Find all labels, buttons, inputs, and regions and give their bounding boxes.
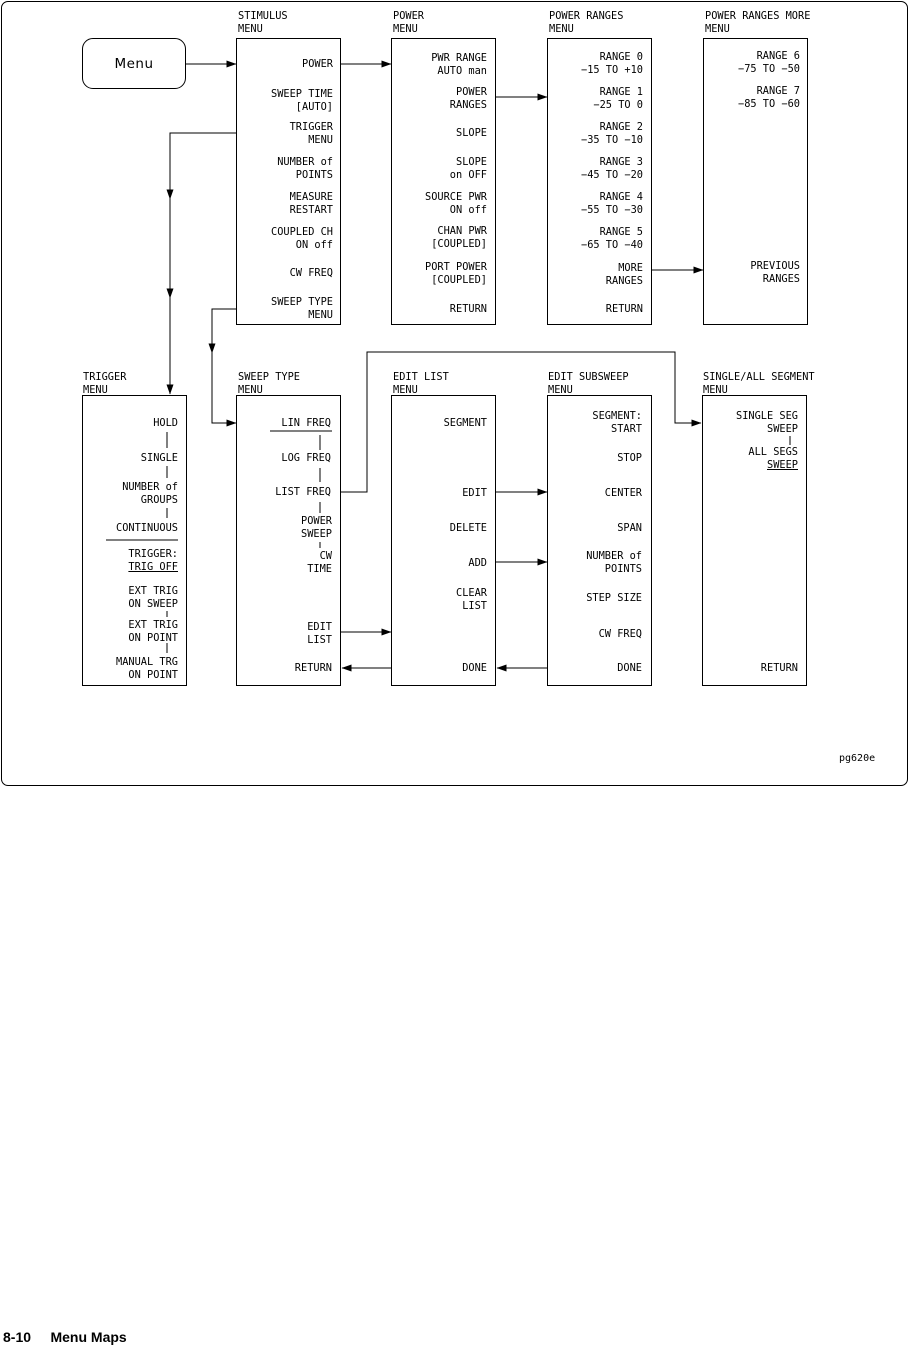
softkey-segment[interactable]: SEGMENT <box>443 417 487 429</box>
softkey-edit-list-done[interactable]: DONE <box>462 662 487 674</box>
softkey-port-power[interactable]: PORT POWER[COUPLED] <box>425 261 487 286</box>
section-title: Menu Maps <box>50 1329 127 1345</box>
softkey-trigger-off[interactable]: TRIGGER:TRIG OFF <box>128 548 178 573</box>
softkey-single-all-return[interactable]: RETURN <box>760 662 798 674</box>
softkey-span[interactable]: SPAN <box>617 522 642 534</box>
power-ranges-more-box <box>703 38 808 325</box>
softkey-slope[interactable]: SLOPE <box>456 127 487 139</box>
page-footer: 8-10 Menu Maps <box>3 1329 127 1345</box>
softkey-range-4[interactable]: RANGE 4−55 TO −30 <box>581 191 643 216</box>
single-all-segment-box <box>702 395 807 686</box>
edit-list-box <box>391 395 496 686</box>
power-menu-box <box>391 38 496 325</box>
softkey-subsweep-done[interactable]: DONE <box>617 662 642 674</box>
softkey-add[interactable]: ADD <box>468 557 487 569</box>
softkey-delete[interactable]: DELETE <box>449 522 487 534</box>
softkey-range-0[interactable]: RANGE 0−15 TO +10 <box>581 51 643 76</box>
menu-hardkey[interactable]: Menu <box>82 38 186 89</box>
page-number: 8-10 <box>3 1329 32 1345</box>
connector-lines <box>106 60 791 672</box>
softkey-lin-freq[interactable]: LIN FREQ <box>281 417 331 429</box>
softkey-chan-pwr[interactable]: CHAN PWR[COUPLED] <box>431 225 487 250</box>
figure-id: pg620e <box>839 753 876 764</box>
sweep-type-box <box>236 395 341 686</box>
softkey-subsweep-cw-freq[interactable]: CW FREQ <box>598 628 642 640</box>
softkey-segment-start[interactable]: SEGMENT:START <box>592 410 642 435</box>
softkey-continuous[interactable]: CONTINUOUS <box>116 522 178 534</box>
softkey-power[interactable]: POWER <box>302 58 333 70</box>
softkey-cw-freq[interactable]: CW FREQ <box>289 267 333 279</box>
trigger-menu-box <box>82 395 187 686</box>
edit-subsweep-box <box>547 395 652 686</box>
softkey-range-7[interactable]: RANGE 7−85 TO −60 <box>738 85 800 110</box>
softkey-edit[interactable]: EDIT <box>462 487 487 499</box>
arrow-sweep-type-menu <box>211 308 236 352</box>
softkey-range-5[interactable]: RANGE 5−65 TO −40 <box>581 226 643 251</box>
stimulus-menu-box <box>236 38 341 325</box>
softkey-step-size[interactable]: STEP SIZE <box>586 592 642 604</box>
softkey-range-3[interactable]: RANGE 3−45 TO −20 <box>581 156 643 181</box>
softkey-range-6[interactable]: RANGE 6−75 TO −50 <box>738 50 800 75</box>
softkey-single[interactable]: SINGLE <box>140 452 178 464</box>
softkey-hold[interactable]: HOLD <box>153 417 178 429</box>
softkey-stop[interactable]: STOP <box>617 452 642 464</box>
softkey-range-2[interactable]: RANGE 2−35 TO −10 <box>581 121 643 146</box>
softkey-power-return[interactable]: RETURN <box>449 303 487 315</box>
softkey-range-1[interactable]: RANGE 1−25 TO 0 <box>593 86 643 111</box>
softkey-sweep-type-return[interactable]: RETURN <box>294 662 332 674</box>
arrow-trigger-menu <box>169 132 236 198</box>
power-ranges-box <box>547 38 652 325</box>
diagram-frame <box>1 1 908 786</box>
softkey-log-freq[interactable]: LOG FREQ <box>281 452 331 464</box>
softkey-sweep-time[interactable]: SWEEP TIME[AUTO] <box>271 88 333 113</box>
softkey-center[interactable]: CENTER <box>604 487 642 499</box>
arrow-list-freq <box>341 351 702 493</box>
softkey-list-freq[interactable]: LIST FREQ <box>275 486 331 498</box>
softkey-power-ranges-return[interactable]: RETURN <box>605 303 643 315</box>
